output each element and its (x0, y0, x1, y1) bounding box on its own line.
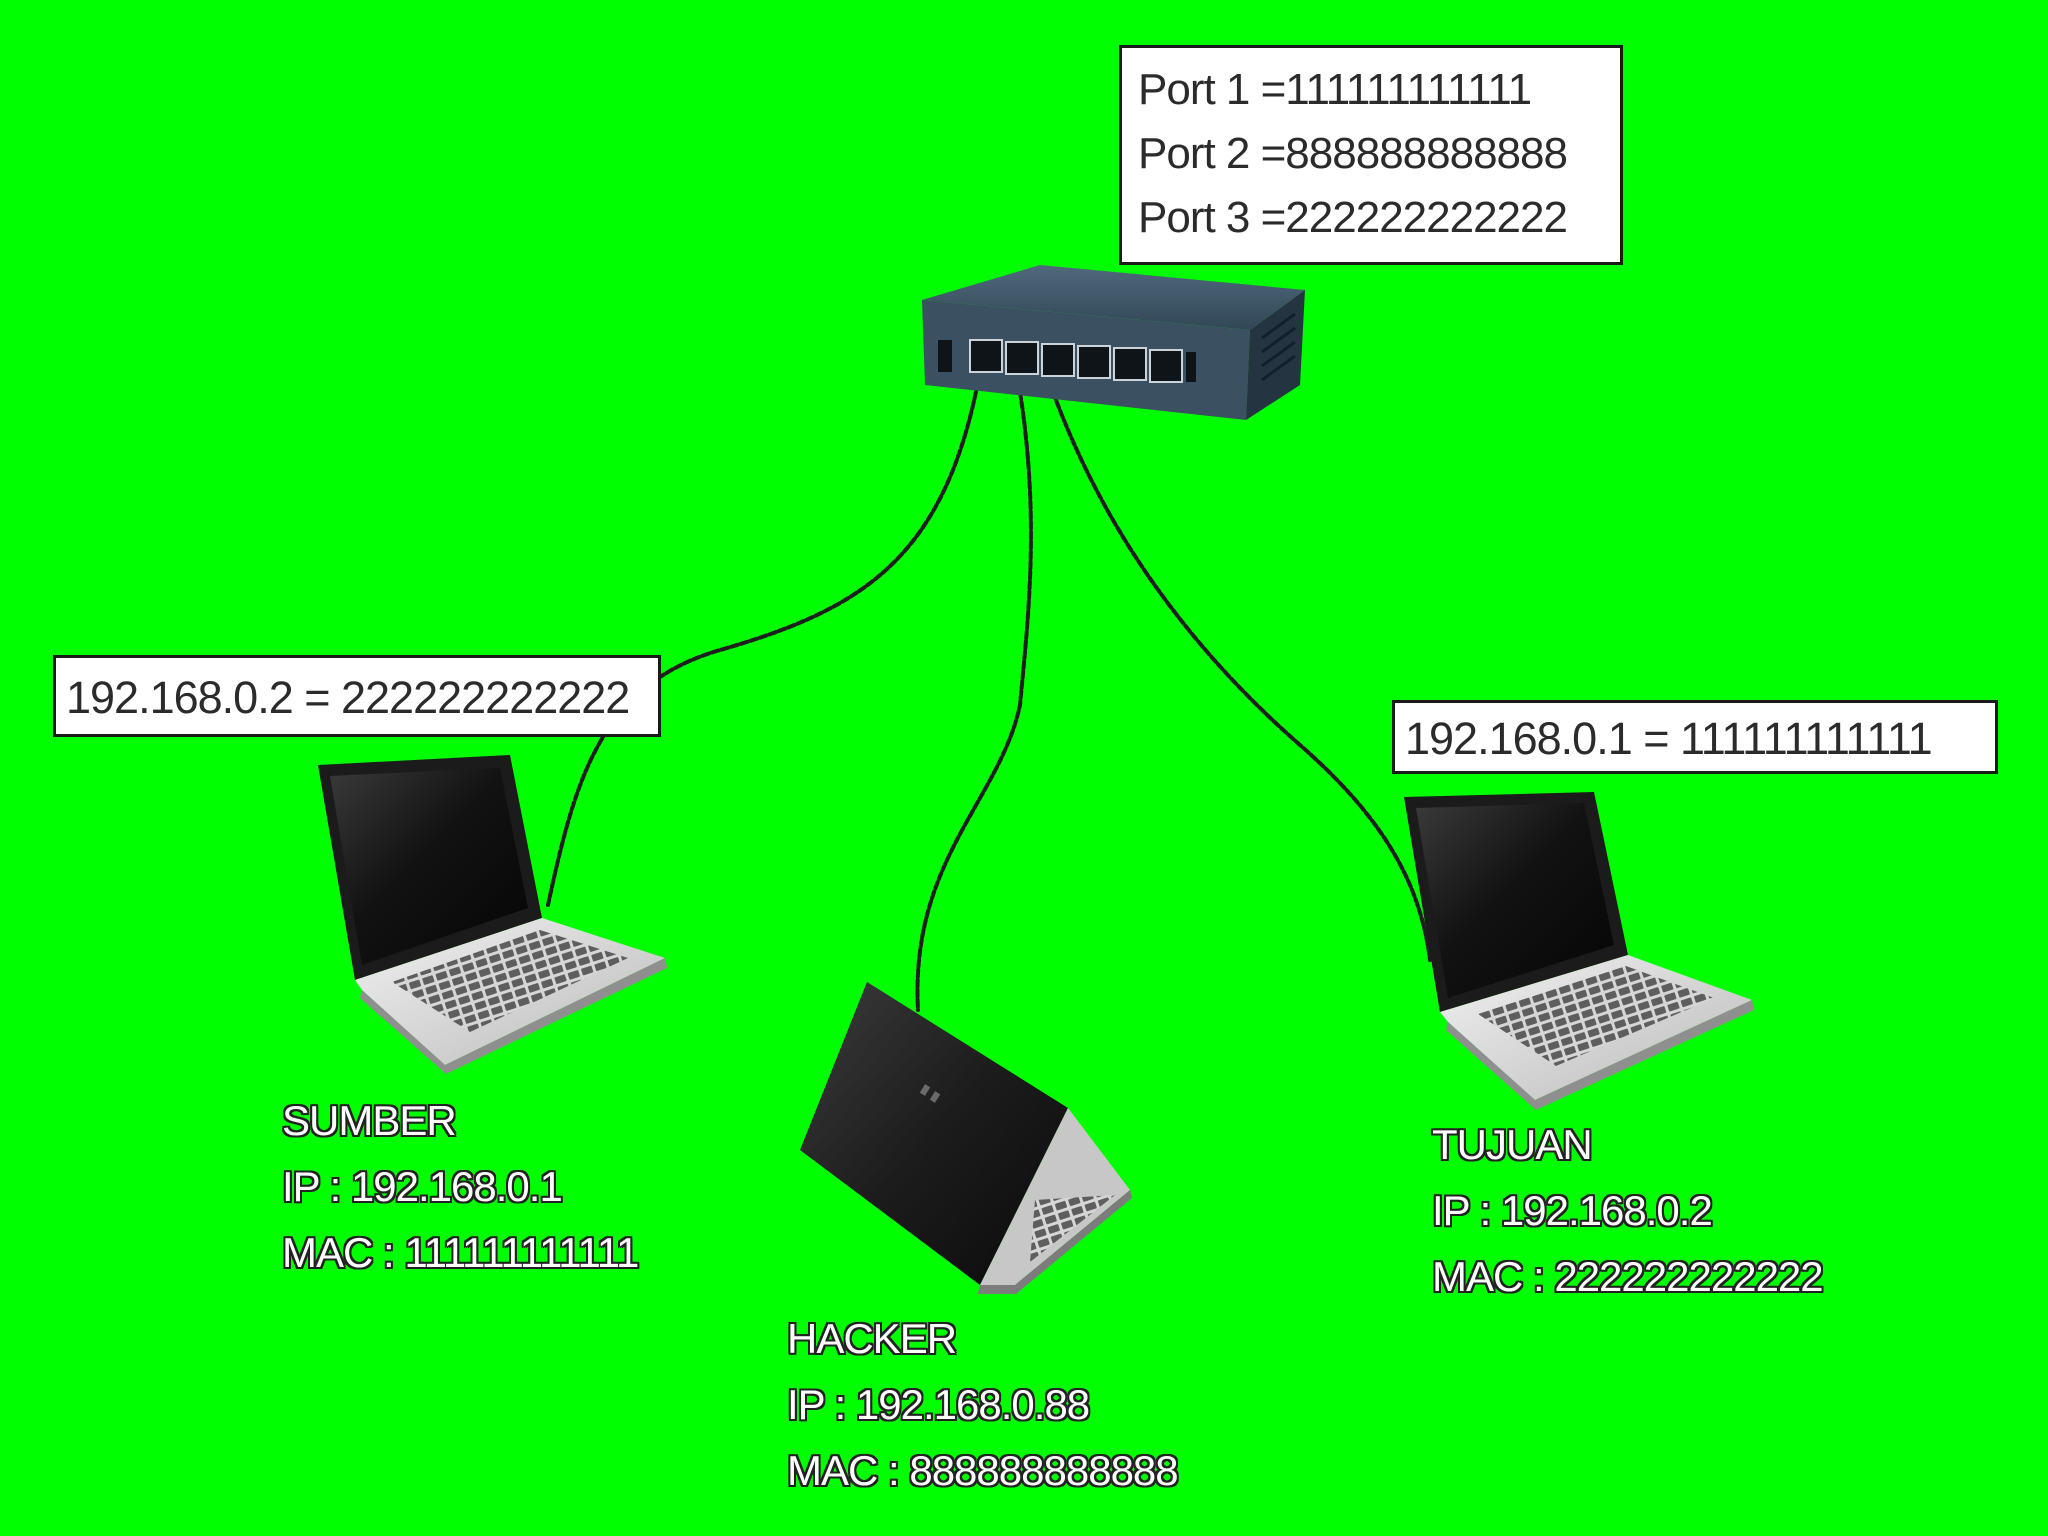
arp-entry: 192.168.0.1 = 111111111111 (1405, 711, 1995, 767)
host-mac: MAC : 111111111111 (282, 1220, 638, 1286)
switch-mac-table: Port 1 =111111111111 Port 2 =88888888888… (1119, 45, 1623, 265)
host-ip: IP : 192.168.0.2 (1432, 1178, 1823, 1244)
mac-table-row: Port 1 =111111111111 (1138, 58, 1620, 122)
arp-entry: 192.168.0.2 = 222222222222 (66, 670, 658, 726)
host-name: HACKER (787, 1306, 1178, 1372)
tujuan-label: TUJUAN IP : 192.168.0.2 MAC : 2222222222… (1432, 1112, 1823, 1310)
host-ip: IP : 192.168.0.88 (787, 1372, 1178, 1438)
mac-table-row: Port 3 =222222222222 (1138, 186, 1620, 250)
sumber-label: SUMBER IP : 192.168.0.1 MAC : 1111111111… (282, 1088, 638, 1286)
host-ip: IP : 192.168.0.1 (282, 1154, 638, 1220)
mac-table-row: Port 2 =888888888888 (1138, 122, 1620, 186)
host-mac: MAC : 888888888888 (787, 1438, 1178, 1504)
host-name: TUJUAN (1432, 1112, 1823, 1178)
hacker-label: HACKER IP : 192.168.0.88 MAC : 888888888… (787, 1306, 1178, 1504)
host-name: SUMBER (282, 1088, 638, 1154)
sumber-arp-table: 192.168.0.2 = 222222222222 (53, 655, 661, 737)
tujuan-arp-table: 192.168.0.1 = 111111111111 (1392, 700, 1998, 774)
host-mac: MAC : 222222222222 (1432, 1244, 1823, 1310)
